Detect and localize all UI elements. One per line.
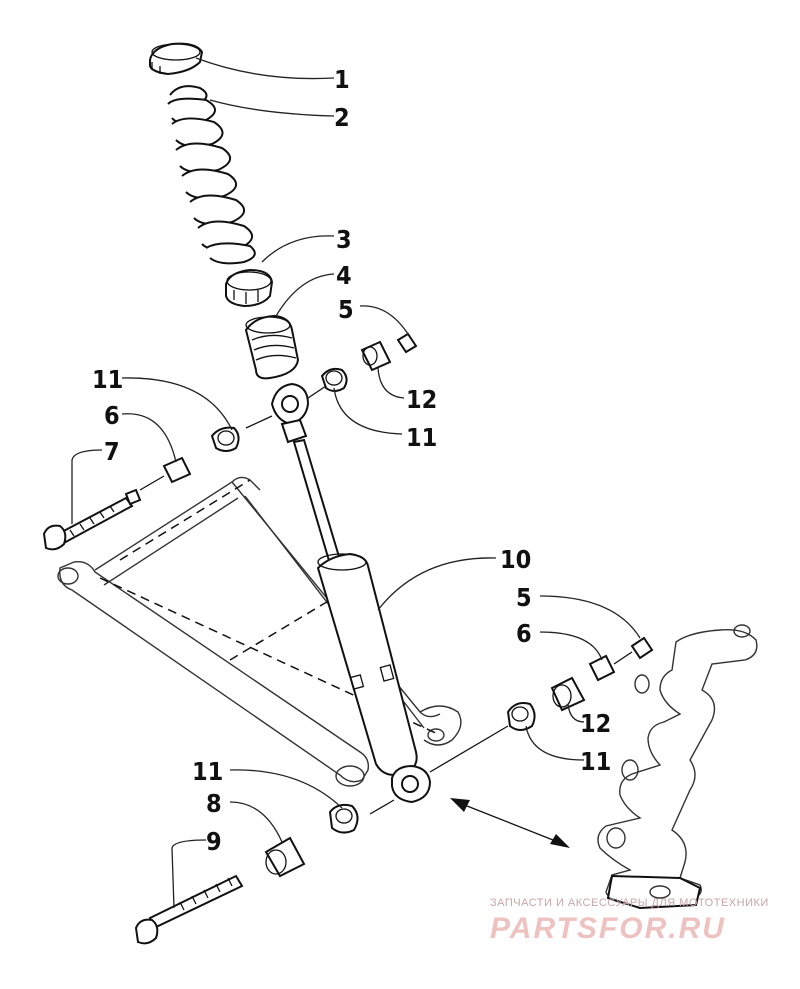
shock-absorber-part-10 <box>270 382 432 804</box>
callout-3: 3 <box>336 225 352 254</box>
callout-labels: 1 2 3 4 5 12 11 11 6 7 10 5 6 12 11 11 8… <box>92 65 611 856</box>
a-arm-ghost <box>57 476 462 787</box>
callout-8: 8 <box>206 789 222 818</box>
spindle-ghost <box>597 624 758 910</box>
lower-hardware <box>134 636 654 945</box>
callout-12-lower: 12 <box>580 709 611 738</box>
callout-5-lower: 5 <box>516 583 532 612</box>
callout-12-upper: 12 <box>406 385 437 414</box>
callout-9: 9 <box>206 827 222 856</box>
coil-spring-part-2 <box>167 85 256 265</box>
watermark-tagline: ЗАПЧАСТИ И АКСЕССУАРЫ ДЛЯ МОТОТЕХНИКИ <box>490 897 769 909</box>
callout-10: 10 <box>500 545 531 574</box>
callout-11-lower-left: 11 <box>192 757 223 786</box>
upper-hardware <box>42 332 418 551</box>
callout-2: 2 <box>334 103 350 132</box>
bump-stop-part-4 <box>244 314 300 380</box>
adjuster-nut-part-3 <box>225 268 274 308</box>
watermark-brand: PARTSFOR.RU <box>490 912 726 945</box>
callout-1: 1 <box>334 65 350 94</box>
callout-11-upper-right: 11 <box>406 423 437 452</box>
watermark: ЗАПЧАСТИ И АКСЕССУАРЫ ДЛЯ МОТОТЕХНИКИ PA… <box>490 897 769 945</box>
callout-7: 7 <box>104 437 120 466</box>
spring-cap-part-1 <box>149 42 204 76</box>
callout-5-upper: 5 <box>338 295 354 324</box>
callout-11-upper-left: 11 <box>92 365 123 394</box>
motion-arrow <box>450 798 570 848</box>
callout-6-upper: 6 <box>104 401 120 430</box>
callout-6-lower: 6 <box>516 619 532 648</box>
leader-lines <box>71 57 641 909</box>
callout-4: 4 <box>336 261 352 290</box>
callout-11-lower-right: 11 <box>580 747 611 776</box>
